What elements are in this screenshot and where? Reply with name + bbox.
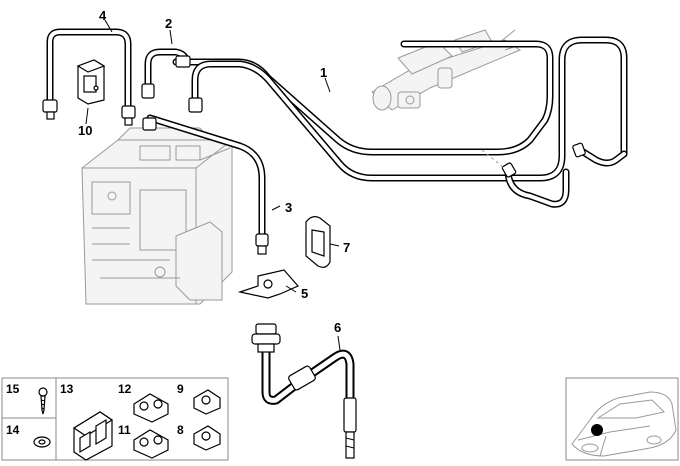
callout-4: 4 (99, 8, 107, 23)
callout-9: 9 (177, 382, 184, 396)
holder-10 (76, 59, 106, 105)
small-parts-box (1, 377, 229, 461)
brake-pipe-4 (42, 28, 136, 126)
callout-15: 15 (6, 382, 20, 396)
master-cylinder-ghost (371, 29, 523, 111)
brake-pipe-3 (142, 114, 269, 255)
callout-2: 2 (165, 16, 172, 31)
callout-6: 6 (334, 320, 341, 335)
callout-13: 13 (60, 382, 74, 396)
hydraulic-unit-ghost (81, 127, 233, 305)
callout-14: 14 (6, 423, 20, 437)
callout-8: 8 (177, 423, 184, 437)
brake-pipe-1 (172, 36, 628, 208)
car-location-icon (565, 377, 679, 461)
location-marker (591, 424, 603, 436)
grommet-7 (305, 216, 331, 268)
callout-3: 3 (285, 200, 292, 215)
brake-hose-6 (251, 323, 357, 459)
callout-1: 1 (320, 65, 327, 80)
callout-7: 7 (343, 240, 350, 255)
leader-lines (85, 19, 341, 351)
callout-12: 12 (118, 382, 132, 396)
callout-5: 5 (301, 286, 308, 301)
callout-11: 11 (118, 423, 131, 437)
bracket-5 (237, 269, 299, 299)
brake-pipe-2 (141, 48, 191, 99)
callout-10: 10 (78, 123, 92, 138)
